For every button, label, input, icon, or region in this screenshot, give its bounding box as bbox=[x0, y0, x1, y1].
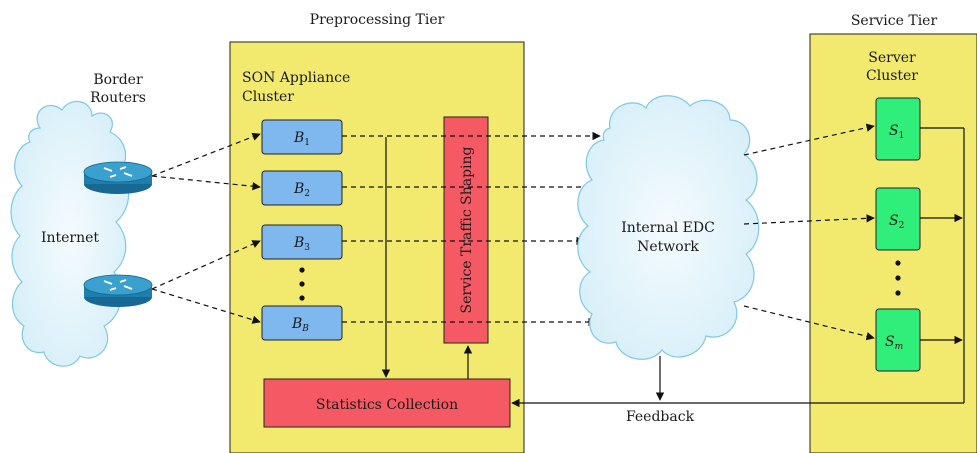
internal-network-label-line2: Network bbox=[637, 239, 699, 255]
router-icon bbox=[83, 274, 153, 307]
internal-network-cloud bbox=[577, 95, 760, 360]
server-cluster-label-line2: Cluster bbox=[866, 68, 918, 84]
server-sm: Sm bbox=[875, 308, 921, 372]
buffer-dots bbox=[299, 267, 305, 301]
network-server-links bbox=[743, 123, 875, 341]
border-routers-label-line2: Routers bbox=[90, 90, 146, 106]
router-icon bbox=[83, 161, 153, 194]
internet-label: Internet bbox=[41, 230, 99, 246]
svg-text:Sm: Sm bbox=[885, 334, 903, 352]
buffer-b2: B2 bbox=[261, 170, 343, 206]
server-s1: S1 bbox=[875, 97, 921, 161]
son-cluster-label-line1: SON Appliance bbox=[242, 70, 350, 86]
server-s2: S2 bbox=[875, 187, 921, 251]
svg-text:B3: B3 bbox=[293, 235, 310, 253]
service-tier-title: Service Tier bbox=[851, 13, 938, 29]
buffer-network-links bbox=[342, 131, 601, 327]
svg-text:BB: BB bbox=[291, 316, 309, 334]
buffer-b1: B1 bbox=[261, 119, 343, 155]
server-dots bbox=[895, 260, 901, 296]
service-traffic-shaping-box bbox=[443, 116, 489, 344]
buffer-b3: B3 bbox=[261, 224, 343, 260]
server-feedback-lines bbox=[511, 127, 965, 408]
statistics-collection-box bbox=[263, 378, 511, 428]
svg-text:B2: B2 bbox=[293, 181, 310, 199]
service-traffic-shaping-label: Service Traffic Shaping bbox=[459, 146, 475, 313]
svg-text:S1: S1 bbox=[889, 123, 904, 141]
border-routers-label-line1: Border bbox=[93, 72, 143, 88]
svg-text:S2: S2 bbox=[889, 213, 904, 231]
feedback-label: Feedback bbox=[626, 409, 695, 425]
internal-network-label-line1: Internal EDC bbox=[621, 220, 715, 236]
preprocessing-tier-title: Preprocessing Tier bbox=[310, 12, 445, 28]
son-cluster-label-line2: Cluster bbox=[242, 89, 294, 105]
svg-text:B1: B1 bbox=[293, 130, 310, 148]
router-links bbox=[151, 132, 261, 324]
statistics-collection-label: Statistics Collection bbox=[316, 397, 458, 413]
server-cluster-label-line1: Server bbox=[868, 50, 916, 66]
buffer-bb: BB bbox=[261, 305, 343, 341]
